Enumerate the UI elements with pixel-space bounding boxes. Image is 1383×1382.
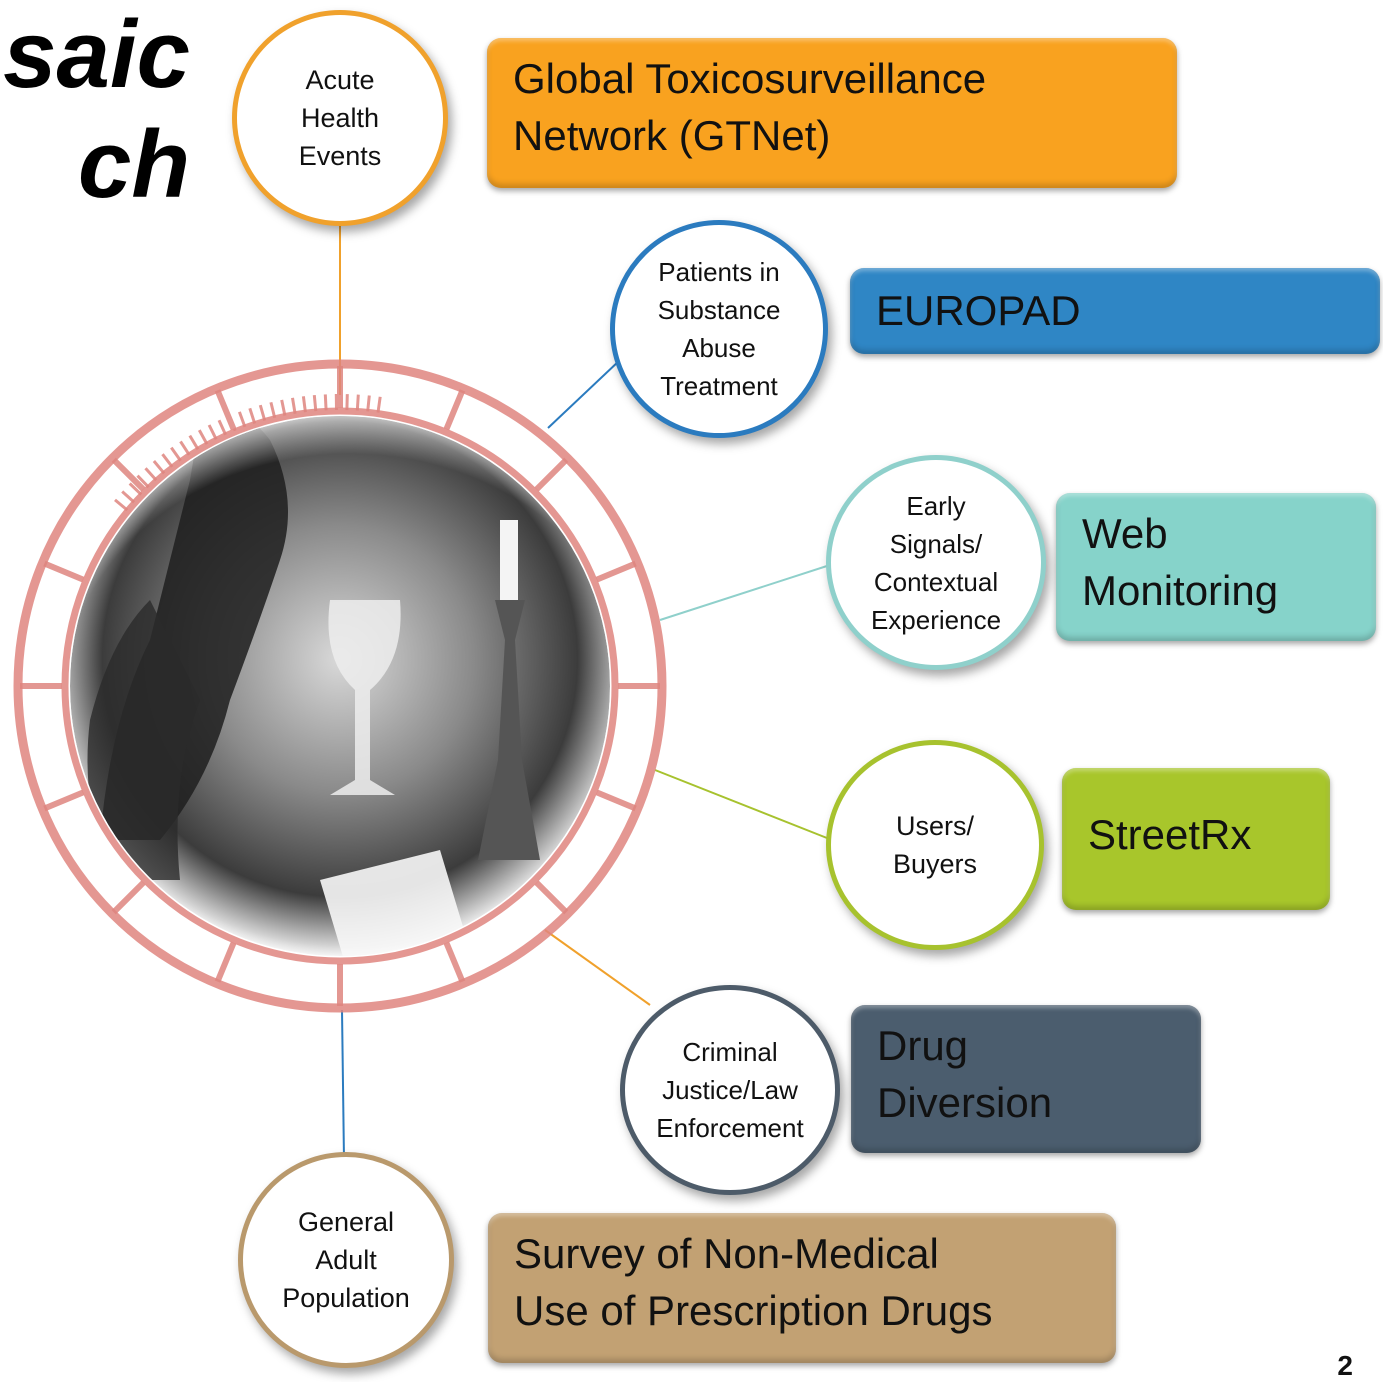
program-web-monitoring: Web Monitoring — [1056, 493, 1376, 641]
ring-tick — [44, 564, 83, 580]
ring-tick — [537, 883, 567, 913]
connector-general — [342, 1010, 344, 1160]
connector-early — [660, 565, 830, 620]
program-europad: EUROPAD — [850, 268, 1380, 354]
ring-fine-tick — [271, 402, 275, 418]
node-acute-health-events: Acute Health Events — [232, 10, 448, 226]
ring-fine-tick — [303, 396, 305, 412]
ring-fine-tick — [378, 397, 380, 413]
ring-fine-tick — [209, 425, 216, 439]
ring-tick — [446, 943, 462, 982]
ring-fine-tick — [250, 408, 255, 423]
ring-fine-tick — [219, 420, 226, 435]
node-criminal-label: Criminal Justice/Law Enforcement — [656, 1033, 803, 1147]
ring-fine-tick — [357, 395, 358, 411]
ring-fine-tick — [154, 461, 164, 473]
ring-fine-tick — [190, 436, 198, 450]
program-streetrx: StreetRx — [1062, 768, 1330, 910]
node-users-buyers: Users/ Buyers — [826, 740, 1044, 950]
ring-fine-tick — [368, 396, 370, 412]
node-general-label: General Adult Population — [282, 1203, 410, 1317]
ring-fine-tick — [181, 441, 190, 454]
node-early-signals: Early Signals/ Contextual Experience — [826, 455, 1046, 670]
node-patients-label: Patients in Substance Abuse Treatment — [658, 253, 781, 405]
ring-fine-tick — [171, 448, 180, 461]
ring-tick — [44, 792, 83, 808]
ring-fine-tick — [293, 398, 296, 414]
program-gtnet: Global Toxicosurveillance Network (GTNet… — [487, 38, 1177, 188]
connector-users — [655, 770, 832, 840]
ring-fine-tick — [146, 468, 157, 480]
program-survey: Survey of Non-Medical Use of Prescriptio… — [488, 1213, 1116, 1363]
connector-criminal — [545, 930, 650, 1005]
ring-tick — [218, 943, 234, 982]
connector-patients — [548, 360, 620, 428]
page-number: 2 — [1337, 1350, 1353, 1382]
ring-tick — [114, 883, 144, 913]
node-acute-label: Acute Health Events — [299, 61, 382, 175]
ring-tick — [597, 564, 636, 580]
ring-fine-tick — [163, 454, 173, 467]
program-drug-diversion: Drug Diversion — [851, 1005, 1201, 1153]
ring-tick — [446, 390, 462, 429]
ring-fine-tick — [325, 394, 326, 410]
ring-fine-tick — [199, 430, 207, 444]
ring-fine-tick — [122, 492, 134, 503]
node-general-population: General Adult Population — [238, 1152, 454, 1368]
ring-fine-tick — [115, 500, 127, 510]
node-early-label: Early Signals/ Contextual Experience — [871, 487, 1001, 639]
ring-fine-tick — [260, 405, 264, 420]
node-criminal-justice: Criminal Justice/Law Enforcement — [620, 985, 840, 1195]
node-users-label: Users/ Buyers — [893, 807, 977, 883]
ring-tick — [114, 460, 144, 490]
ring-fine-tick — [314, 395, 316, 411]
ring-fine-tick — [282, 400, 285, 416]
node-patients-treatment: Patients in Substance Abuse Treatment — [610, 220, 828, 438]
ring-tick — [597, 792, 636, 808]
ring-fine-tick — [239, 412, 245, 427]
ring-tick — [537, 460, 567, 490]
